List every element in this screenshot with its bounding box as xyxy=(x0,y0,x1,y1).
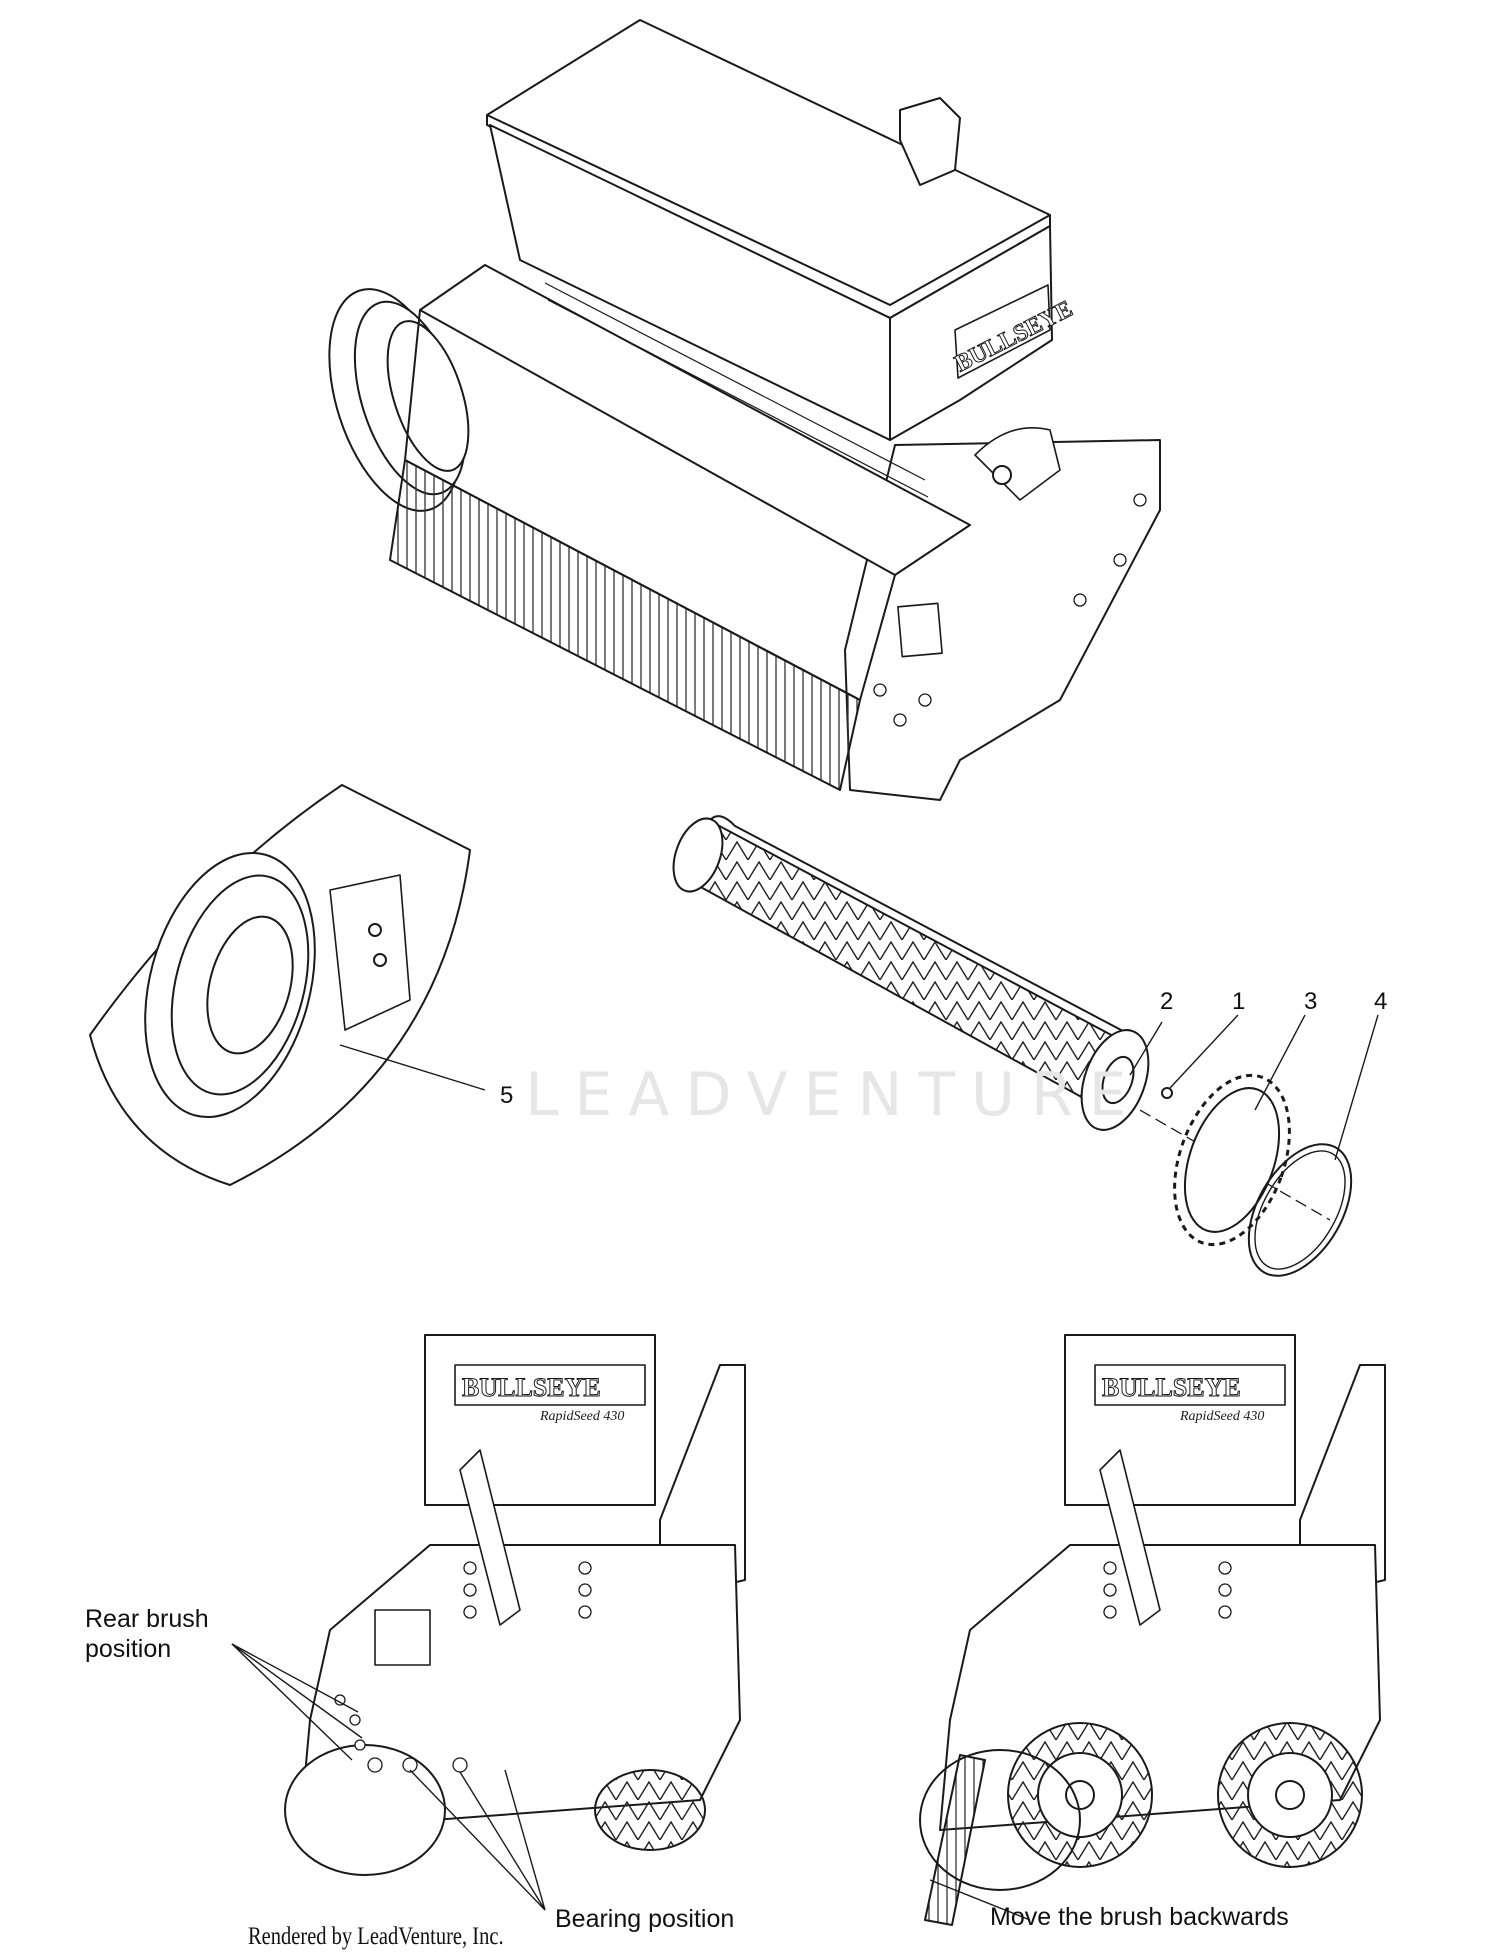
side-view-left xyxy=(284,1334,746,1876)
wheel-detail xyxy=(89,784,471,1186)
spiked-ring xyxy=(1183,1087,1281,1233)
footer-credit: Rendered by LeadVenture, Inc. xyxy=(248,1923,504,1950)
spiked-roller-front xyxy=(1007,1722,1153,1868)
brush-cover xyxy=(419,264,971,576)
callout-3: 3 xyxy=(1304,988,1318,1015)
callout-5: 5 xyxy=(500,1082,514,1109)
hitch xyxy=(899,97,961,186)
model-logo-right: RapidSeed 430 xyxy=(1179,1409,1264,1424)
seeder-wheel xyxy=(328,288,470,512)
callout-1: 1 xyxy=(1232,988,1246,1015)
callout-2: 2 xyxy=(1160,988,1174,1015)
brush-bristles xyxy=(389,459,861,791)
spiked-roller xyxy=(672,815,1353,1277)
callout-leaders xyxy=(339,1014,1379,1161)
move-brush-label: Move the brush backwards xyxy=(990,1903,1289,1931)
rear-brush-label-line1: Rear brush xyxy=(85,1605,209,1633)
brand-logo-left: BULLSEYE xyxy=(462,1373,601,1402)
brand-logo-right: BULLSEYE xyxy=(1102,1373,1241,1402)
watermark: LEADVENTURE xyxy=(525,1060,1143,1130)
spiked-roller-rear xyxy=(1217,1722,1363,1868)
side-view-right xyxy=(919,1334,1386,1926)
set-screw xyxy=(1161,1087,1173,1099)
callout-4: 4 xyxy=(1374,988,1388,1015)
rear-brush-label-line2: position xyxy=(85,1635,172,1663)
model-logo-left: RapidSeed 430 xyxy=(539,1409,624,1424)
seeder-assembly xyxy=(328,19,1161,801)
retaining-ring xyxy=(1247,1143,1353,1277)
bearing-position-label: Bearing position xyxy=(555,1905,735,1933)
